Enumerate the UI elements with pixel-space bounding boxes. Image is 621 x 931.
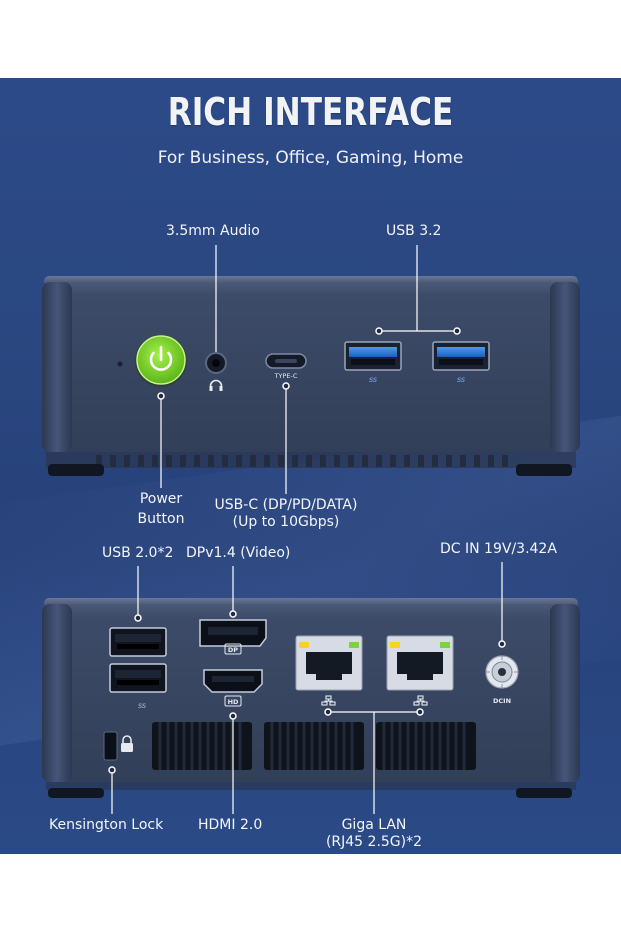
power-icon <box>149 345 173 371</box>
hdmi-port[interactable] <box>203 669 263 693</box>
usb20-ss-logo: SS <box>138 702 146 710</box>
lock-icon <box>121 735 133 752</box>
dp-icon: DP <box>224 643 242 655</box>
usb32-ss-logo-2: SS <box>457 376 465 384</box>
front-callout-lines <box>160 245 457 494</box>
usb32-port-1[interactable] <box>344 341 402 371</box>
page-subtitle: For Business, Office, Gaming, Home <box>157 148 464 168</box>
front-left-cap <box>42 282 72 452</box>
lan-label-line1: Giga LAN <box>341 817 407 833</box>
usbc-label-line1: USB-C (DP/PD/DATA) <box>214 497 358 513</box>
usb32-port-2[interactable] <box>432 341 490 371</box>
rear-callout-dots <box>108 610 506 774</box>
status-led <box>117 361 123 367</box>
usb32-label: USB 3.2 <box>386 223 442 239</box>
front-device: TYPE-C SS SS <box>42 276 580 476</box>
rear-foot-right <box>516 788 572 798</box>
dcin-label: DC IN 19V/3.42A <box>440 541 557 557</box>
lan-label-line2: (RJ45 2.5G)*2 <box>325 834 423 850</box>
audio-label: 3.5mm Audio <box>166 223 260 239</box>
power-label-line2: Button <box>137 511 185 527</box>
page-title: RICH INTERFACE <box>167 90 454 134</box>
usb20-label: USB 2.0*2 <box>102 545 174 561</box>
rear-vent-grilles <box>152 722 476 770</box>
audio-jack[interactable] <box>205 352 227 374</box>
typec-port-text: TYPE-C <box>274 372 298 380</box>
dp-port-text: DP <box>228 646 238 654</box>
rear-left-cap <box>42 604 72 782</box>
rear-right-cap <box>550 604 580 782</box>
network-icon-1 <box>321 695 336 706</box>
usb20-port-1[interactable] <box>109 627 167 657</box>
hdmi-icon: HD <box>224 695 242 707</box>
usb-c-port[interactable] <box>265 353 307 369</box>
rear-device: SS DP HD <box>42 598 580 798</box>
power-label-line1: Power <box>139 491 183 507</box>
lan-port-2[interactable] <box>386 635 454 691</box>
dcin-port-text: DCIN <box>493 697 511 705</box>
rear-callout-lines <box>111 562 503 814</box>
front-foot-left <box>48 464 104 476</box>
front-callout-dots <box>157 327 461 400</box>
front-device-body <box>42 282 580 452</box>
power-button[interactable] <box>135 335 187 387</box>
headphone-icon <box>209 379 223 391</box>
front-right-cap <box>550 282 580 452</box>
rear-base <box>46 782 576 790</box>
dc-in-port[interactable] <box>485 655 519 689</box>
front-foot-right <box>516 464 572 476</box>
kensington-label: Kensington Lock <box>49 817 164 833</box>
usb20-port-2[interactable] <box>109 663 167 693</box>
displayport-port[interactable] <box>199 619 267 647</box>
network-icon-2 <box>413 695 428 706</box>
kensington-lock-slot[interactable] <box>103 731 118 761</box>
usb32-ss-logo-1: SS <box>369 376 377 384</box>
hdmi-port-text: HD <box>228 698 239 706</box>
lan-port-1[interactable] <box>295 635 363 691</box>
hdmi-label: HDMI 2.0 <box>198 817 263 833</box>
rear-foot-left <box>48 788 104 798</box>
front-base <box>46 452 576 468</box>
dp-label: DPv1.4 (Video) <box>186 545 291 561</box>
usbc-label-line2: (Up to 10Gbps) <box>232 514 340 530</box>
